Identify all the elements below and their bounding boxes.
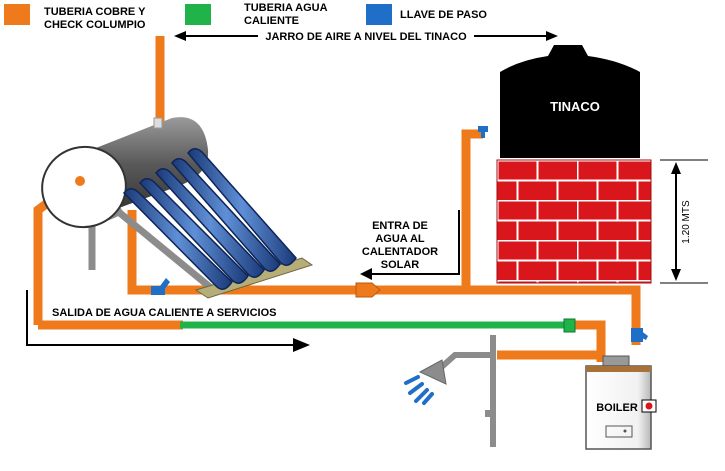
inlet-label-1: ENTRA DE (372, 220, 428, 232)
legend-swatch-hot-water (185, 4, 211, 25)
valve-collector (151, 278, 170, 295)
height-label: 1.20 MTS (681, 200, 692, 244)
legend: TUBERIA COBRE Y CHECK COLUMPIO TUBERIA A… (4, 2, 487, 31)
inlet-label-3: CALENTADOR (362, 246, 438, 258)
legend-swatch-copper (4, 4, 30, 25)
solar-collector (41, 117, 314, 299)
height-dimension: 1.20 MTS (660, 159, 708, 284)
legend-label-copper-2: CHECK COLUMPIO (44, 19, 146, 31)
legend-label-hot-2: CALIENTE (244, 15, 299, 27)
boiler-access-panel (605, 425, 633, 438)
outlet-annotation: SALIDA DE AGUA CALIENTE A SERVICIOS (26, 290, 310, 352)
shower (404, 335, 496, 447)
shower-head (418, 359, 447, 385)
air-jar-label: JARRO DE AIRE A NIVEL DEL TINACO (265, 31, 467, 43)
check-valve (355, 282, 381, 298)
inlet-label-2: AGUA AL (375, 233, 425, 245)
legend-label-copper-1: TUBERIA COBRE Y (44, 6, 146, 18)
boiler: BOILER (585, 355, 657, 450)
legend-label-valve: LLAVE DE PASO (400, 9, 487, 21)
legend-label-hot-1: TUBERIA AGUA (244, 2, 328, 14)
outlet-label: SALIDA DE AGUA CALIENTE A SERVICIOS (52, 307, 277, 319)
tinaco-body (500, 45, 640, 158)
hot-water-coupling (563, 318, 576, 333)
inlet-label-4: SOLAR (381, 259, 420, 271)
boiler-label: BOILER (596, 402, 638, 414)
water-tank: TINACO (478, 45, 640, 158)
tinaco-label: TINACO (550, 99, 600, 114)
thermo-tank-cap (41, 145, 127, 229)
shower-water-icon (404, 375, 434, 405)
valve-boiler (631, 328, 648, 342)
inlet-annotation: ENTRA DE AGUA AL CALENTADOR SOLAR (360, 210, 460, 280)
tinaco-valve (478, 126, 488, 132)
brick-base (496, 159, 652, 284)
air-jar-dimension: JARRO DE AIRE A NIVEL DEL TINACO (174, 28, 558, 43)
legend-swatch-valve (366, 4, 392, 25)
